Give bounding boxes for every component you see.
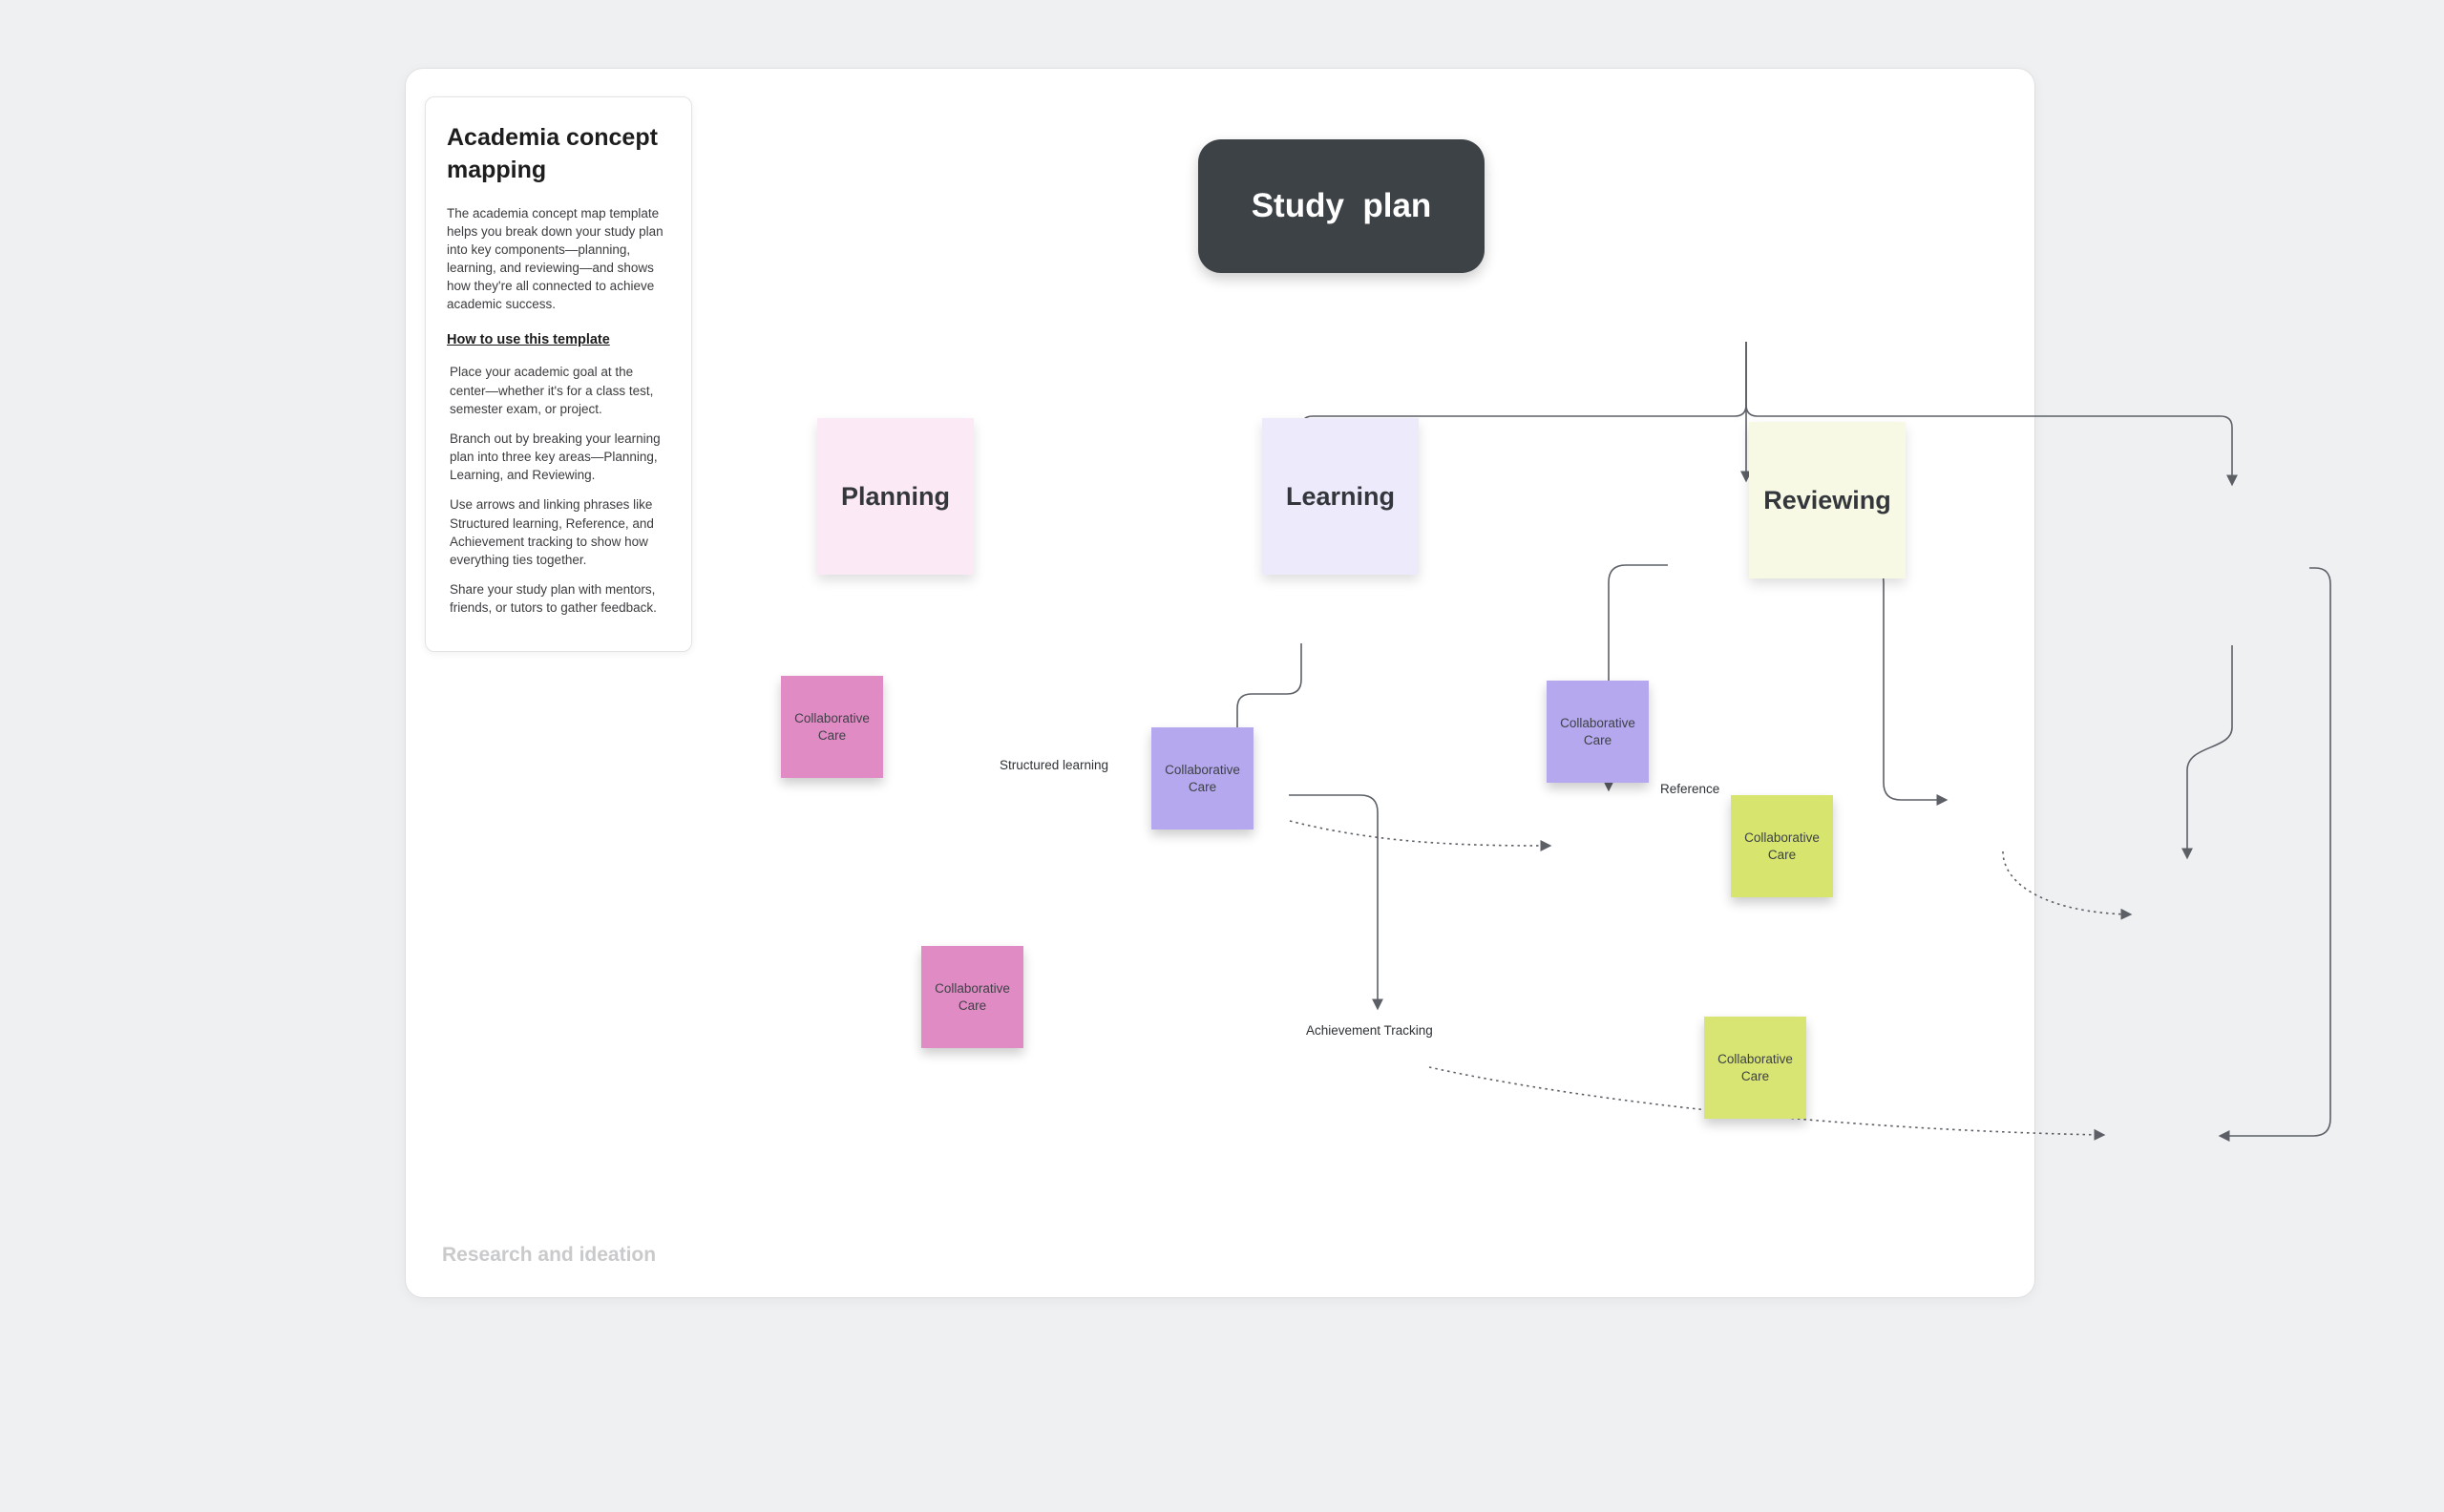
connector-label-achievement-tracking[interactable]: Achievement Tracking	[1302, 1022, 1437, 1039]
connector-label-reference[interactable]: Reference	[1656, 781, 1724, 797]
sticky-note-collaborative-care-pink-2[interactable]: Collaborative Care	[921, 946, 1023, 1048]
sticky-note-collaborative-care-yellow-1[interactable]: Collaborative Care	[1731, 795, 1833, 897]
sticky-note-collaborative-care-pink-1[interactable]: Collaborative Care	[781, 676, 883, 778]
sticky-note-reviewing[interactable]: Reviewing	[1749, 422, 1906, 578]
sticky-note-collaborative-care-purple-1[interactable]: Collaborative Care	[1151, 727, 1254, 830]
how-to-step: Use arrows and linking phrases like Stru…	[450, 497, 654, 567]
how-to-step: Place your academic goal at the center—w…	[450, 365, 654, 416]
sticky-note-planning[interactable]: Planning	[817, 418, 974, 575]
sticky-note-collaborative-care-yellow-2[interactable]: Collaborative Care	[1704, 1017, 1806, 1119]
how-to-step: Share your study plan with mentors, frie…	[450, 582, 657, 616]
connector-lines	[1232, 342, 2331, 1142]
template-description: The academia concept map template helps …	[447, 205, 664, 312]
template-info-panel: Academia concept mapping The academia co…	[425, 96, 692, 653]
how-to-heading: How to use this template	[447, 332, 610, 348]
root-node-study-plan[interactable]: Study plan	[1198, 139, 1485, 273]
connector-label-structured-learning[interactable]: Structured learning	[996, 757, 1113, 773]
sticky-note-learning[interactable]: Learning	[1262, 418, 1419, 575]
sticky-note-collaborative-care-purple-2[interactable]: Collaborative Care	[1547, 681, 1649, 783]
template-title: Academia concept mapping	[447, 124, 658, 183]
board-section-label: Research and ideation	[442, 1244, 657, 1266]
how-to-step: Branch out by breaking your learning pla…	[450, 430, 661, 483]
